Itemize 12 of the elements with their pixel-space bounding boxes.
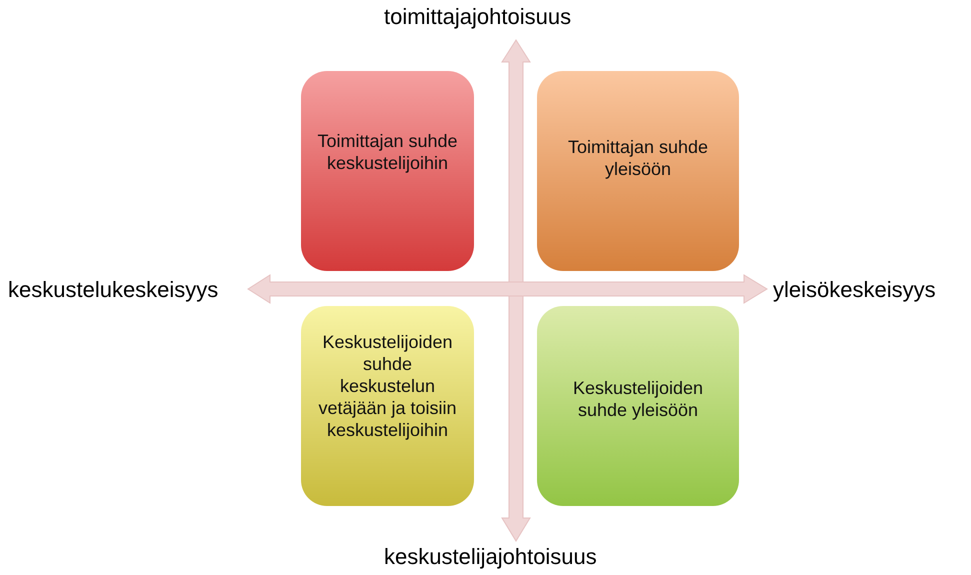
quadrant-text: Toimittajan suhde yleisöön [566, 137, 710, 181]
quadrant-text: Keskustelijoiden suhde keskustelun vetäjään ja toisiin keskustelijoihin [317, 332, 458, 442]
quadrant-box [537, 306, 739, 506]
quadrant-text: Keskustelijoiden suhde yleisöön [572, 378, 704, 422]
quadrant-box [301, 71, 474, 271]
quadrant-box [301, 306, 474, 506]
axis-label: toimittajajohtoisuus [384, 4, 572, 30]
axis-label: keskustelijajohtoisuus [384, 544, 597, 570]
quadrant-box [537, 71, 739, 271]
quadrant-text: Toimittajan suhde keskustelijoihin [316, 131, 459, 175]
axis-label: yleisökeskeisyys [773, 277, 936, 303]
axis-label: keskustelukeskeisyys [8, 277, 218, 303]
